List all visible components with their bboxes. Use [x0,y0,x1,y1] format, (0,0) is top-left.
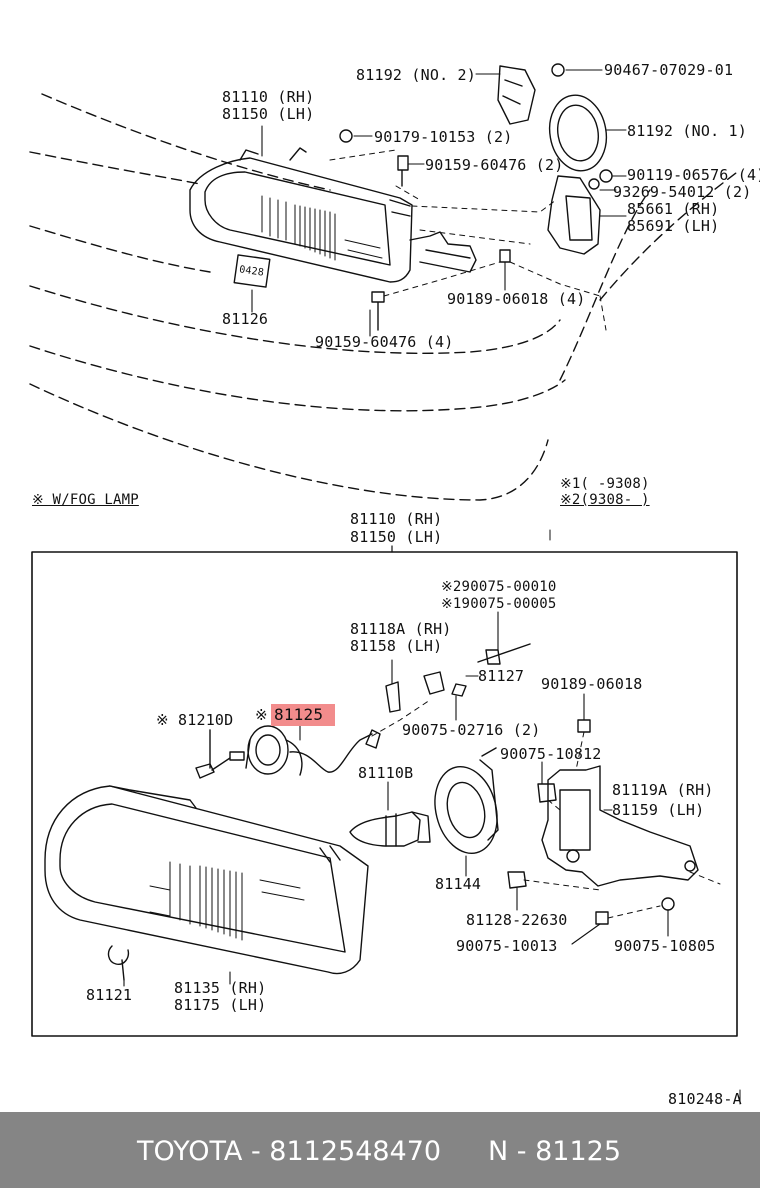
part-label-81150-lh[interactable]: 81150 (LH) [222,105,315,123]
vehicle-body-outline [29,93,741,501]
part-label-81121[interactable]: 81121 [86,986,133,1004]
part-label-81125-mark: ※ [255,706,268,724]
part-label-box-81150-lh[interactable]: 81150 (LH) [350,528,443,546]
date-note-1: ※1( -9308) [560,476,650,492]
fog-lamp-detail-frame [31,551,738,1037]
part-label-81128[interactable]: 81128-22630 [466,911,568,929]
part-label-81126[interactable]: 81126 [222,310,269,328]
part-label-81125[interactable]: 81125 [274,705,324,724]
part-label-81127[interactable]: 81127 [478,667,525,685]
part-label-90189-4[interactable]: 90189-06018 (4) [447,290,586,308]
part-label-81210d[interactable]: ※ 81210D [156,711,234,729]
part-label-90075-10812[interactable]: 90075-10812 [500,745,602,763]
upper-small-parts [339,63,613,331]
part-label-90075-10805[interactable]: 90075-10805 [614,937,716,955]
part-label-81119a-rh[interactable]: 81119A (RH) [612,781,714,799]
part-label-90075-02716[interactable]: 90075-02716 (2) [402,721,541,739]
part-label-90075-10013[interactable]: 90075-10013 [456,937,558,955]
part-label-81144[interactable]: 81144 [435,875,482,893]
upper-headlamp-assembly [189,147,477,283]
part-label-81110b[interactable]: 81110B [358,764,414,782]
date-note-2: ※2(9308- ) [560,492,650,508]
highlighted-part-marker [271,704,335,726]
fog-lamp-note: ※ W/FOG LAMP [32,492,139,508]
part-label-85691-lh[interactable]: 85691 (LH) [627,217,720,235]
part-label-90467[interactable]: 90467-07029-01 [604,61,734,79]
part-label-81175-lh[interactable]: 81175 (LH) [174,996,267,1014]
lower-small-parts [107,643,699,981]
part-label-box-81110-rh[interactable]: 81110 (RH) [350,510,443,528]
part-label-90119[interactable]: 90119-06576 (4) [627,166,760,184]
part-label-90075-00010[interactable]: ※290075-00010 [441,579,557,595]
part-label-93269[interactable]: 93269-54012 (2) [613,183,752,201]
part-label-90159-2[interactable]: 90159-60476 (2) [425,156,564,174]
part-label-81192-no2[interactable]: 81192 (NO. 2) [356,66,476,84]
label-plate-icon [233,254,271,288]
part-label-81135-rh[interactable]: 81135 (RH) [174,979,267,997]
footer-callout-number: N - 81125 [488,1136,621,1167]
part-label-81110-rh[interactable]: 81110 (RH) [222,88,315,106]
lower-dashed-leaders [371,699,721,919]
part-label-81159-lh[interactable]: 81159 (LH) [612,801,705,819]
lower-headlamp-assembly [44,785,369,975]
part-label-85661-rh[interactable]: 85661 (RH) [627,200,720,218]
upper-dashed-leaders [329,149,607,331]
figure-code: 810248-A [668,1090,742,1108]
part-label-90159-4[interactable]: 90159-60476 (4) [315,333,454,351]
lower-leader-lines [123,611,669,987]
footer-part-number: TOYOTA - 8112548470 [137,1136,442,1167]
exploded-diagram-drawing [29,63,741,1105]
part-label-81118a-rh[interactable]: 81118A (RH) [350,620,452,638]
upper-leader-lines [251,69,627,337]
part-label-90189-06018[interactable]: 90189-06018 [541,675,643,693]
label-plate-text: 0428 [238,264,265,279]
part-label-90075-00005[interactable]: ※190075-00005 [441,596,557,612]
footer-bar: TOYOTA - 8112548470 N - 81125 [0,1112,760,1188]
part-label-81192-no1[interactable]: 81192 (NO. 1) [627,122,747,140]
part-label-90179[interactable]: 90179-10153 (2) [374,128,513,146]
part-label-81158-lh[interactable]: 81158 (LH) [350,637,443,655]
